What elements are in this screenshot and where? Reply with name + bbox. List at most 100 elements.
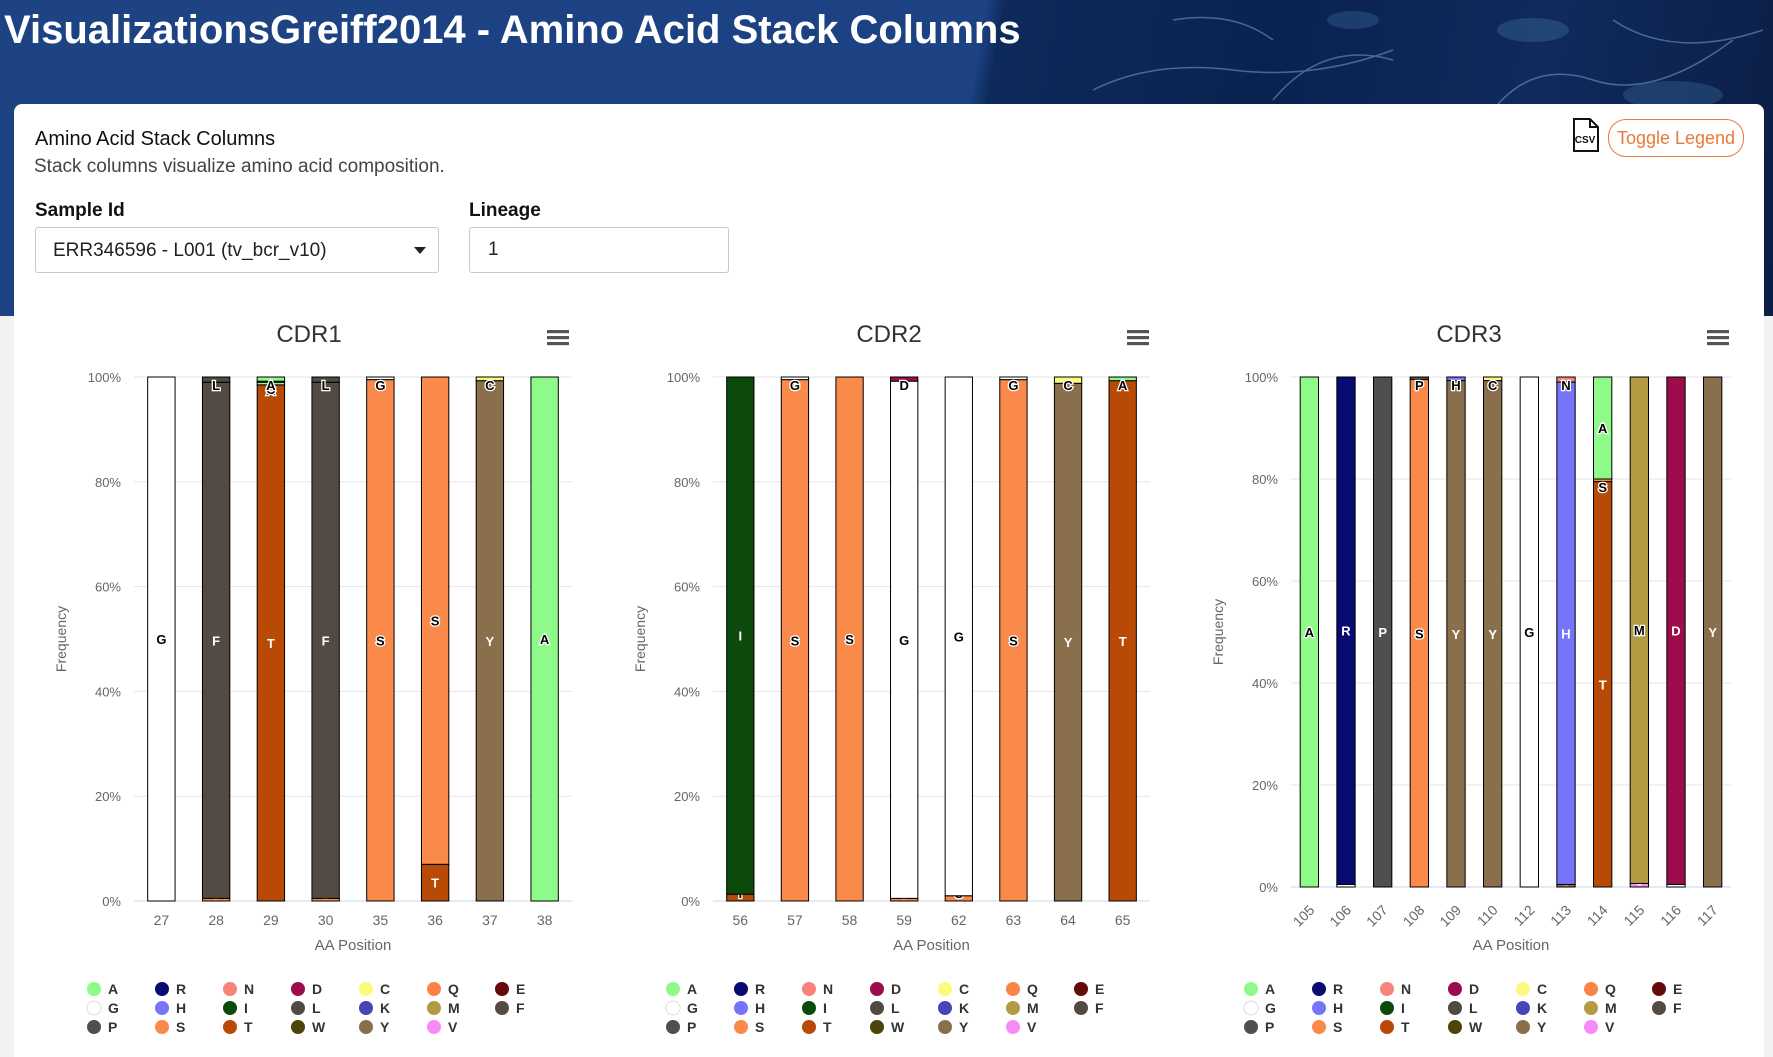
legend-item-i[interactable]: I: [802, 1000, 827, 1016]
legend-item-v[interactable]: V: [1584, 1019, 1615, 1035]
lineage-input[interactable]: [469, 227, 729, 273]
legend-item-q[interactable]: Q: [427, 981, 459, 997]
legend-item-w[interactable]: W: [291, 1019, 326, 1035]
legend-item-f[interactable]: F: [1074, 1000, 1104, 1016]
legend-item-q[interactable]: Q: [1584, 981, 1616, 997]
legend-item-w[interactable]: W: [1448, 1019, 1483, 1035]
legend-item-s[interactable]: S: [1312, 1019, 1342, 1035]
legend-item-v[interactable]: V: [427, 1019, 458, 1035]
legend-item-e[interactable]: E: [495, 981, 525, 997]
bar-segment: [1299, 376, 1319, 888]
legend-item-g[interactable]: G: [1243, 1000, 1276, 1016]
csv-download-icon[interactable]: CSV: [1570, 118, 1600, 152]
toggle-legend-button[interactable]: Toggle Legend: [1608, 119, 1744, 157]
legend-item-d[interactable]: D: [1448, 981, 1479, 997]
legend-item-t[interactable]: T: [1380, 1019, 1410, 1035]
legend-item-k[interactable]: K: [1516, 1000, 1547, 1016]
stack-column-108: SP: [1409, 376, 1429, 888]
legend-item-a[interactable]: A: [1244, 981, 1275, 997]
bar-segment: [1666, 376, 1686, 885]
legend-item-l[interactable]: L: [1448, 1000, 1478, 1016]
legend-item-p[interactable]: P: [666, 1019, 696, 1035]
legend-item-n[interactable]: N: [1380, 981, 1411, 997]
legend-item-m[interactable]: M: [1006, 1000, 1039, 1016]
legend-item-w[interactable]: W: [870, 1019, 905, 1035]
chart-menu-icon[interactable]: [1127, 330, 1149, 346]
chart-menu-icon[interactable]: [547, 330, 569, 346]
x-axis-label: AA Position: [893, 937, 970, 954]
legend-item-g[interactable]: G: [665, 1000, 698, 1016]
legend-item-c[interactable]: C: [938, 981, 969, 997]
legend-item-y[interactable]: Y: [359, 1019, 390, 1035]
chart-menu-icon[interactable]: [1707, 330, 1729, 346]
legend-item-n[interactable]: N: [802, 981, 833, 997]
stack-column-57: SG: [780, 376, 810, 902]
legend-item-l[interactable]: L: [291, 1000, 321, 1016]
chart-legend: A R N D C Q E G H I L K M F P S T W Y V: [1243, 981, 1682, 1035]
legend-label: H: [176, 1000, 186, 1016]
legend-item-n[interactable]: N: [223, 981, 254, 997]
legend-swatch: [870, 1020, 884, 1034]
legend-item-s[interactable]: S: [734, 1019, 764, 1035]
legend-swatch: [427, 1020, 441, 1034]
legend-item-p[interactable]: P: [87, 1019, 117, 1035]
x-tick-label: 105: [1290, 902, 1318, 930]
svg-text:CSV: CSV: [1575, 135, 1596, 146]
legend-item-r[interactable]: R: [734, 981, 765, 997]
bar-segment: [1108, 376, 1137, 382]
legend-swatch: [1312, 1020, 1326, 1034]
bar-segment-label: Y: [1064, 635, 1073, 650]
legend-item-e[interactable]: E: [1652, 981, 1682, 997]
legend-label: A: [1265, 981, 1275, 997]
bar-segment-label: L: [322, 378, 330, 393]
legend-swatch: [1448, 982, 1462, 996]
legend-item-d[interactable]: D: [291, 981, 322, 997]
bar-segment: [1053, 376, 1083, 384]
x-tick-label: 38: [537, 912, 553, 928]
y-tick-label: 40%: [1252, 676, 1278, 691]
legend-item-t[interactable]: T: [802, 1019, 832, 1035]
legend-item-m[interactable]: M: [427, 1000, 460, 1016]
legend-item-a[interactable]: A: [87, 981, 118, 997]
bar-segment: [1629, 376, 1649, 884]
legend-item-m[interactable]: M: [1584, 1000, 1617, 1016]
legend-item-h[interactable]: H: [1312, 1000, 1343, 1016]
bar-segment-label: R: [1341, 624, 1351, 639]
legend-item-r[interactable]: R: [155, 981, 186, 997]
legend-item-y[interactable]: Y: [1516, 1019, 1547, 1035]
legend-item-p[interactable]: P: [1244, 1019, 1274, 1035]
legend-item-d[interactable]: D: [870, 981, 901, 997]
legend-label: M: [1027, 1000, 1039, 1016]
legend-item-k[interactable]: K: [938, 1000, 969, 1016]
legend-item-q[interactable]: Q: [1006, 981, 1038, 997]
legend-label: L: [312, 1000, 321, 1016]
legend-item-f[interactable]: F: [1652, 1000, 1682, 1016]
stack-column-65: TA: [1108, 376, 1137, 902]
legend-item-k[interactable]: K: [359, 1000, 390, 1016]
bar-segment-label: C: [266, 382, 276, 397]
legend-item-c[interactable]: C: [359, 981, 390, 997]
legend-swatch: [734, 1001, 748, 1015]
legend-item-y[interactable]: Y: [938, 1019, 969, 1035]
y-axis-label: Frequency: [1210, 599, 1226, 665]
legend-item-e[interactable]: E: [1074, 981, 1104, 997]
legend-item-h[interactable]: H: [734, 1000, 765, 1016]
y-tick-label: 80%: [95, 475, 121, 490]
legend-item-i[interactable]: I: [1380, 1000, 1405, 1016]
sample-id-select[interactable]: ERR346596 - L001 (tv_bcr_v10): [35, 227, 439, 273]
legend-item-h[interactable]: H: [155, 1000, 186, 1016]
legend-item-t[interactable]: T: [223, 1019, 253, 1035]
legend-item-g[interactable]: G: [86, 1000, 119, 1016]
legend-item-i[interactable]: I: [223, 1000, 248, 1016]
legend-label: K: [959, 1000, 969, 1016]
legend-item-a[interactable]: A: [666, 981, 697, 997]
legend-item-f[interactable]: F: [495, 1000, 525, 1016]
legend-item-s[interactable]: S: [155, 1019, 185, 1035]
legend-item-r[interactable]: R: [1312, 981, 1343, 997]
bar-segment: [475, 376, 505, 382]
legend-item-l[interactable]: L: [870, 1000, 900, 1016]
legend-item-v[interactable]: V: [1006, 1019, 1037, 1035]
legend-label: R: [1333, 981, 1343, 997]
legend-swatch: [223, 1001, 237, 1015]
legend-item-c[interactable]: C: [1516, 981, 1547, 997]
